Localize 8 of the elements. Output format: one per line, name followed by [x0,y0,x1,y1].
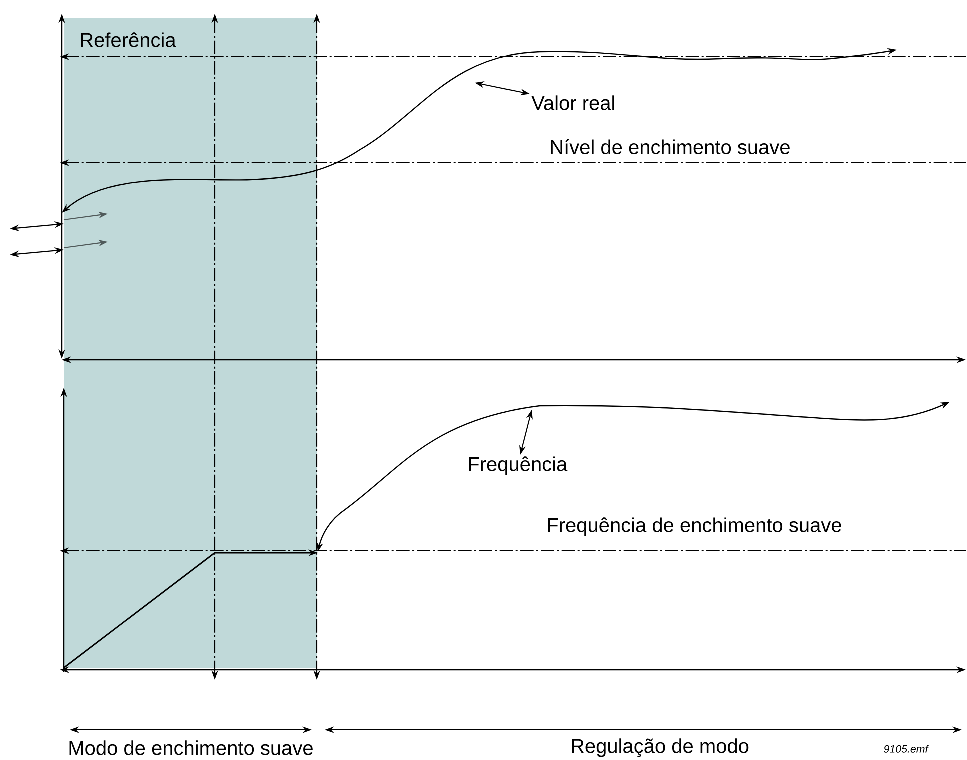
axis-label: Referência [81,32,176,48]
curve-label: Frequência [469,456,568,476]
dimension-label: Regulação de modo [572,738,749,758]
curve-label: Valor real [532,96,614,110]
level-label: Frequência de enchimento suave [548,518,842,536]
figure-id: 9105.emf [884,745,930,753]
level-label: Nível de enchimento suave [551,140,790,154]
dimension-label: Modo de enchimento suave [70,740,313,756]
